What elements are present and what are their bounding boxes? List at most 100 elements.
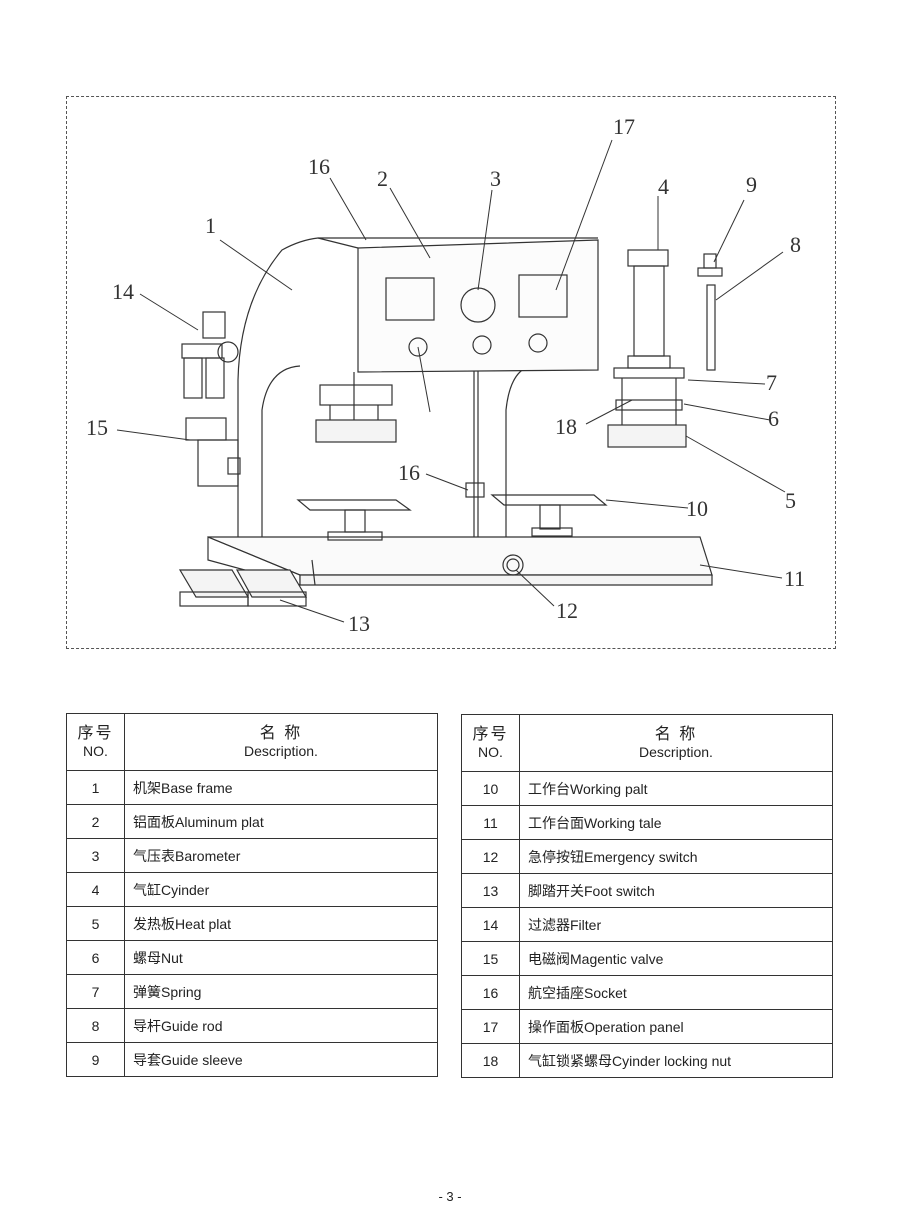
part-no: 17 bbox=[461, 1009, 520, 1044]
part-desc: 气缸锁紧螺母Cyinder locking nut bbox=[519, 1043, 833, 1078]
part-no: 9 bbox=[66, 1042, 125, 1077]
part-no: 13 bbox=[461, 873, 520, 908]
part-no: 15 bbox=[461, 941, 520, 976]
part-desc: 气压表Barometer bbox=[124, 838, 438, 873]
cylinder-drawing bbox=[607, 249, 687, 448]
callout-label: 17 bbox=[613, 114, 635, 139]
header-label: 序号 bbox=[472, 725, 509, 743]
guide-parts-drawing bbox=[697, 253, 723, 371]
callout-label: 5 bbox=[785, 488, 796, 513]
callout-label: 16 bbox=[398, 460, 420, 485]
page-number: - 3 - bbox=[438, 1189, 462, 1204]
callout-label: 14 bbox=[112, 279, 134, 304]
right-platen-drawing bbox=[490, 494, 608, 537]
header-label: NO. bbox=[478, 743, 503, 760]
callout-label: 7 bbox=[766, 370, 777, 395]
callout-label: 2 bbox=[377, 166, 388, 191]
part-no: 12 bbox=[461, 839, 520, 874]
part-no: 7 bbox=[66, 974, 125, 1009]
callout-label: 18 bbox=[555, 414, 577, 439]
part-desc: 弹簧Spring bbox=[124, 974, 438, 1009]
working-table-base bbox=[207, 536, 713, 586]
header-label: 序号 bbox=[77, 724, 114, 742]
part-no: 6 bbox=[66, 940, 125, 975]
callout-label: 10 bbox=[686, 496, 708, 521]
panel-drawing bbox=[317, 237, 599, 373]
part-no: 5 bbox=[66, 906, 125, 941]
valve-drawing bbox=[185, 417, 241, 487]
callout-label: 8 bbox=[790, 232, 801, 257]
figure-frame bbox=[66, 96, 836, 649]
part-no: 1 bbox=[66, 770, 125, 805]
part-no: 11 bbox=[461, 805, 520, 840]
left-heat-head-drawing bbox=[315, 372, 397, 443]
no-header: 序号 NO. bbox=[66, 713, 125, 771]
part-no: 14 bbox=[461, 907, 520, 942]
header-label: NO. bbox=[83, 742, 108, 759]
no-header: 序号 NO. bbox=[461, 714, 520, 772]
callout-label: 1 bbox=[205, 213, 216, 238]
header-label: 名 称 bbox=[259, 724, 303, 742]
part-desc: 航空插座Socket bbox=[519, 975, 833, 1010]
part-no: 10 bbox=[461, 771, 520, 806]
callout-label: 3 bbox=[490, 166, 501, 191]
part-desc: 导杆Guide rod bbox=[124, 1008, 438, 1043]
part-desc: 机架Base frame bbox=[124, 770, 438, 805]
part-desc: 工作台面Working tale bbox=[519, 805, 833, 840]
part-no: 18 bbox=[461, 1043, 520, 1078]
callout-label: 11 bbox=[784, 566, 805, 591]
machine-drawing: 1 2 3 4 5 6 7 8 9 10 11 12 13 14 15 16 1… bbox=[86, 114, 805, 636]
part-desc: 脚踏开关Foot switch bbox=[519, 873, 833, 908]
table-header-row: 序号 NO. 名 称 Description. bbox=[66, 713, 438, 771]
left-platen-drawing bbox=[296, 499, 412, 541]
leader-lines bbox=[116, 139, 786, 623]
socket-drawing bbox=[465, 482, 485, 498]
part-desc: 发热板Heat plat bbox=[124, 906, 438, 941]
table-header-row: 序号 NO. 名 称 Description. bbox=[461, 714, 833, 772]
header-label: 名 称 bbox=[654, 725, 698, 743]
part-desc: 电磁阀Magentic valve bbox=[519, 941, 833, 976]
description-header: 名 称 Description. bbox=[519, 714, 833, 772]
callout-labels: 1 2 3 4 5 6 7 8 9 10 11 12 13 14 15 16 1… bbox=[86, 114, 805, 636]
part-desc: 操作面板Operation panel bbox=[519, 1009, 833, 1044]
header-label: Description. bbox=[244, 742, 318, 759]
header-label: Description. bbox=[639, 743, 713, 760]
part-desc: 急停按钮Emergency switch bbox=[519, 839, 833, 874]
callout-label: 16 bbox=[308, 154, 330, 179]
part-no: 3 bbox=[66, 838, 125, 873]
part-no: 4 bbox=[66, 872, 125, 907]
emergency-button-drawing bbox=[502, 554, 524, 576]
part-no: 2 bbox=[66, 804, 125, 839]
description-header: 名 称 Description. bbox=[124, 713, 438, 771]
filter-drawing bbox=[181, 311, 239, 399]
part-desc: 导套Guide sleeve bbox=[124, 1042, 438, 1077]
part-desc: 螺母Nut bbox=[124, 940, 438, 975]
part-desc: 过滤器Filter bbox=[519, 907, 833, 942]
part-desc: 工作台Working palt bbox=[519, 771, 833, 806]
callout-label: 13 bbox=[348, 611, 370, 636]
callout-label: 9 bbox=[746, 172, 757, 197]
callout-label: 15 bbox=[86, 415, 108, 440]
part-no: 16 bbox=[461, 975, 520, 1010]
callout-label: 6 bbox=[768, 406, 779, 431]
